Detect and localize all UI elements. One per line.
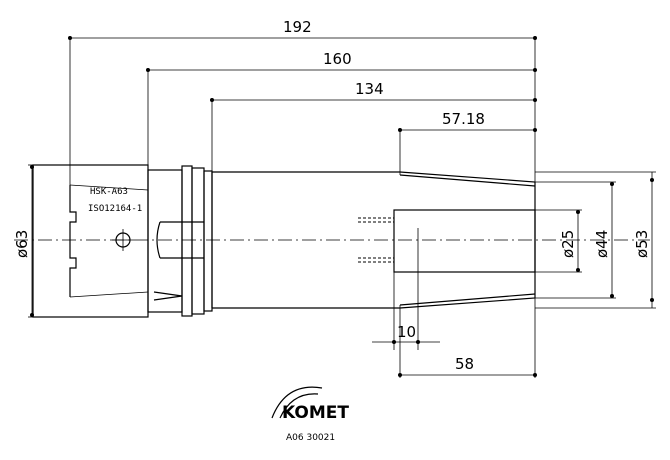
tool-holder-body [14, 164, 650, 318]
logo-brand: KOMET [282, 403, 349, 423]
dim-58: 58 [455, 355, 474, 373]
komet-logo: KOMET A06 30021 [271, 386, 349, 443]
logo-code: A06 30021 [286, 433, 335, 443]
dimension-lines [28, 36, 656, 378]
dim-57-18: 57.18 [442, 110, 485, 128]
spec-iso: ISO12164-1 [88, 204, 142, 214]
dim-dia-25: ø25 [559, 230, 577, 258]
spec-hsk: HSK-A63 [90, 187, 128, 197]
logo-swoosh-icon [271, 386, 323, 419]
dim-dia-53: ø53 [633, 230, 651, 258]
groove-flange-1 [181, 165, 193, 317]
dim-134: 134 [355, 80, 384, 98]
dim-dia-63: ø63 [13, 230, 31, 258]
bore [393, 209, 536, 273]
dim-192: 192 [283, 18, 312, 36]
dim-10: 10 [397, 323, 416, 341]
dimension-labels: 192 160 134 57.18 58 10 ø63 ø25 ø44 ø53 … [13, 18, 651, 373]
dim-dia-44: ø44 [593, 230, 611, 258]
groove-flange-3 [203, 170, 213, 312]
groove-flange-2 [191, 167, 205, 315]
dim-160: 160 [323, 50, 352, 68]
collar [147, 169, 183, 313]
